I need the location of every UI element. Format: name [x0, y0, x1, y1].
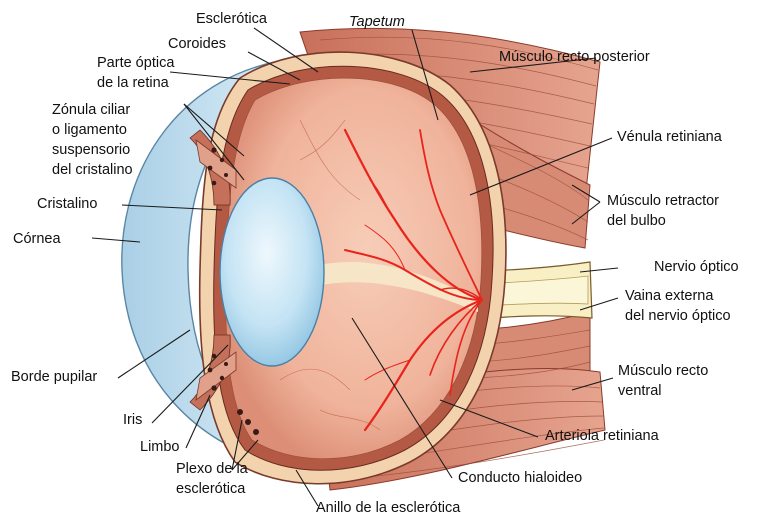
label-zonula-line4: del cristalino: [52, 162, 133, 179]
lens: [220, 178, 324, 366]
label-vaina-line1: Vaina externa: [625, 288, 713, 305]
label-recto-ventral-line2: ventral: [618, 383, 662, 400]
label-vaina-line2: del nervio óptico: [625, 308, 731, 325]
label-esclerotica: Esclerótica: [196, 11, 267, 28]
label-venula: Vénula retiniana: [617, 129, 722, 146]
label-zonula-line1: Zónula ciliar: [52, 102, 130, 119]
label-arteriola: Arteriola retiniana: [545, 428, 659, 445]
label-coroides: Coroides: [168, 36, 226, 53]
label-nervio-optico: Nervio óptico: [654, 259, 739, 276]
label-anillo: Anillo de la esclerótica: [316, 500, 460, 517]
label-retractor-line1: Músculo retractor: [607, 193, 719, 210]
label-cornea: Córnea: [13, 231, 61, 248]
label-conducto-hialoideo: Conducto hialoideo: [458, 470, 582, 487]
label-zonula-line3: suspensorio: [52, 142, 130, 159]
label-musculo-recto-posterior: Músculo recto posterior: [499, 49, 650, 66]
label-tapetum: Tapetum: [349, 14, 405, 31]
label-retractor-line2: del bulbo: [607, 213, 666, 230]
label-iris: Iris: [123, 412, 142, 429]
label-cristalino: Cristalino: [37, 196, 97, 213]
label-recto-ventral-line1: Músculo recto: [618, 363, 708, 380]
label-plexo-line2: esclerótica: [176, 481, 245, 498]
label-plexo-line1: Plexo de la: [176, 461, 248, 478]
label-parte-optica-line1: Parte óptica: [97, 55, 174, 72]
label-parte-optica-line2: de la retina: [97, 75, 169, 92]
label-limbo: Limbo: [140, 439, 180, 456]
label-borde-pupilar: Borde pupilar: [11, 369, 97, 386]
label-zonula-line2: o ligamento: [52, 122, 127, 139]
